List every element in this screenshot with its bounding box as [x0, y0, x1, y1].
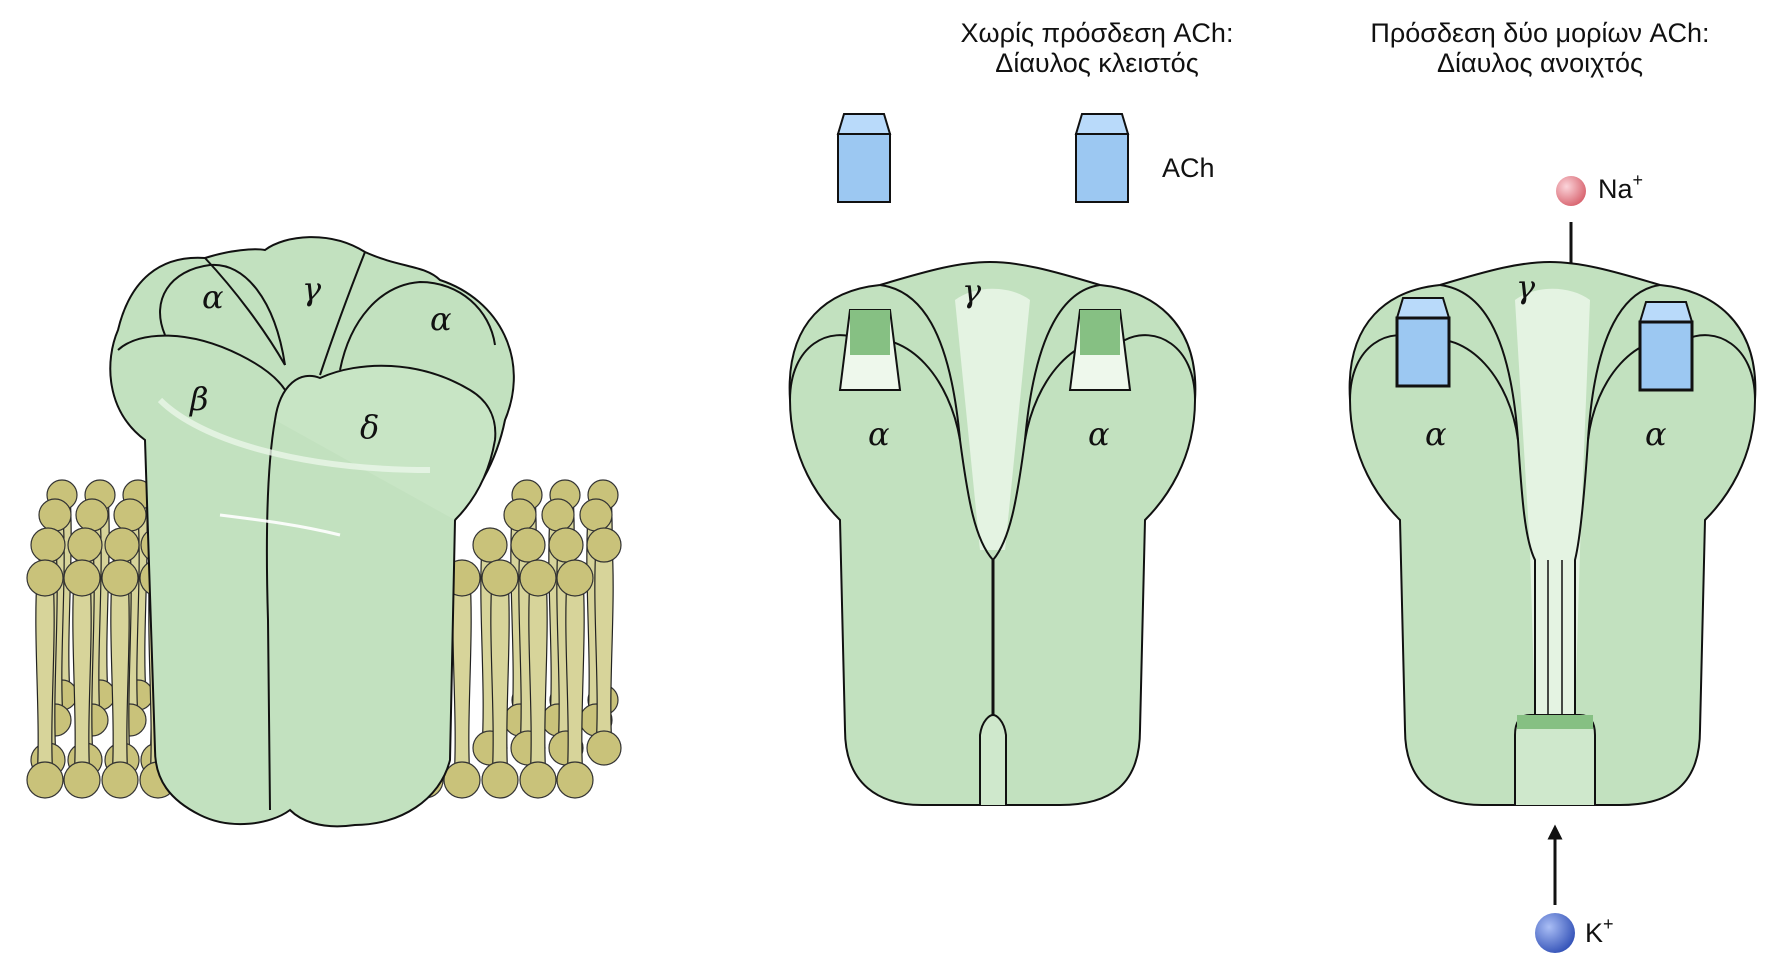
closed-vestibule [955, 288, 1030, 550]
lipid-head [104, 527, 140, 563]
lipid-head [541, 498, 575, 532]
highlight-2 [219, 513, 341, 537]
open-pore-light [1515, 288, 1590, 715]
membrane-panel: α γ α β δ [26, 236, 622, 828]
open-alpha-right-outline [1574, 334, 1756, 715]
k-label: K+ [1585, 914, 1614, 948]
lipid-tail [35, 577, 55, 781]
beta-outline [117, 334, 291, 401]
open-alpha-left-outline [1349, 334, 1536, 715]
closed-label-alpha-left: α [868, 415, 890, 453]
lipid-head [556, 559, 594, 597]
lipid-head [26, 761, 64, 799]
lipid-head [548, 527, 584, 563]
closed-seam-right [1024, 284, 1101, 441]
lipid-head [38, 498, 72, 532]
lipid-tail [594, 544, 614, 749]
na-label: Na+ [1598, 170, 1643, 204]
lipid-head [67, 527, 103, 563]
lipid-head [30, 527, 66, 563]
lipid-head [519, 559, 557, 597]
subunit-label-delta: δ [360, 408, 379, 446]
closed-title-line1: Χωρίς πρόσδεση ACh: [961, 18, 1234, 48]
lipid-tail [528, 577, 548, 781]
delta-subunit [274, 364, 497, 521]
open-seam-left [1439, 284, 1519, 441]
subunit-label-alpha-left: α [202, 278, 224, 316]
lipid-head [101, 761, 139, 799]
binding-site-left [838, 309, 902, 391]
lipid-tail [452, 577, 472, 781]
lipid-head [510, 527, 546, 563]
closed-label-alpha-right: α [1088, 415, 1110, 453]
seam-2 [319, 251, 366, 376]
closed-alpha-right-outline [992, 334, 1196, 561]
ach-label: ACh [1162, 153, 1215, 183]
bound-ach-left [1395, 297, 1451, 388]
highlight [157, 397, 431, 473]
ach-molecule-right [1074, 113, 1130, 203]
lipid-head [579, 498, 613, 532]
closed-title-line2: Δίαυλος κλειστός [995, 48, 1198, 78]
closed-seam-left [879, 284, 961, 441]
bound-ach-right [1638, 301, 1694, 392]
lipid-head [113, 498, 147, 532]
subunit-label-alpha-right: α [430, 300, 452, 338]
lipid-head [63, 761, 101, 799]
lipid-head [481, 559, 519, 597]
subunit-label-beta: β [189, 380, 209, 418]
lipid-head [586, 527, 622, 563]
lipid-tail [565, 577, 585, 781]
open-seam-right [1587, 284, 1661, 441]
lipid-head [63, 559, 101, 597]
seam-1 [204, 257, 286, 366]
lipid-head [481, 761, 519, 799]
lipid-tail [72, 577, 92, 781]
open-label-alpha-left: α [1425, 415, 1447, 453]
open-title-line1: Πρόσδεση δύο μορίων ACh: [1370, 18, 1709, 48]
closed-label-gamma: γ [962, 272, 982, 310]
binding-site-right [1068, 309, 1132, 391]
lipid-head [443, 761, 481, 799]
open-gate-band [1517, 715, 1593, 729]
closed-alpha-left-outline [789, 334, 994, 561]
closed-channel-panel: Χωρίς πρόσδεση ACh: Δίαυλος κλειστός ACh [788, 18, 1234, 806]
lipid-head [519, 761, 557, 799]
lipid-head [472, 527, 508, 563]
k-ion [1535, 913, 1575, 953]
lipid-head [75, 498, 109, 532]
na-ion [1556, 176, 1586, 206]
lipid-head [101, 559, 139, 597]
open-label-gamma: γ [1516, 268, 1536, 306]
delta-left-edge [265, 419, 276, 811]
receptor-3d: α γ α β δ [109, 236, 515, 828]
lipid-head [503, 498, 537, 532]
open-label-alpha-right: α [1645, 415, 1667, 453]
lipid-head [26, 559, 64, 597]
lipid-head [556, 761, 594, 799]
alpha-right-lobe-outline [339, 280, 496, 371]
lipid-head [586, 730, 622, 766]
open-channel-panel: Πρόσδεση δύο μορίων ACh: Δίαυλος ανοιχτό… [1348, 18, 1757, 953]
open-title-line2: Δίαυλος ανοιχτός [1437, 48, 1643, 78]
receptor-body [109, 236, 515, 828]
ach-molecule-left [836, 113, 892, 203]
subunit-label-gamma: γ [302, 270, 322, 308]
lipid-tail [490, 577, 510, 781]
lipid-tail [110, 577, 130, 781]
closed-lower-pore [979, 713, 1007, 805]
alpha-left-lobe-outline [159, 263, 286, 366]
